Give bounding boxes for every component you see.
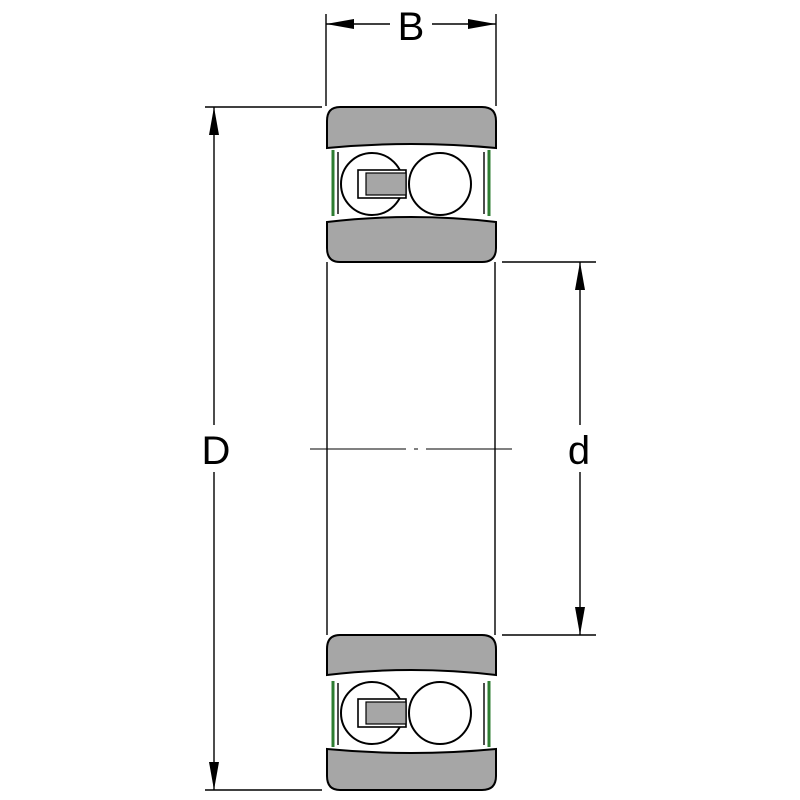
ball-right-bottom bbox=[408, 681, 472, 745]
b-arrow-right-icon bbox=[468, 19, 496, 29]
outer-ring-top bbox=[326, 106, 497, 150]
ball-right-top bbox=[408, 152, 472, 216]
outer-ring-bottom bbox=[326, 747, 497, 791]
cross-section-bottom bbox=[326, 634, 497, 791]
cage-pocket-bottom bbox=[365, 701, 407, 725]
dimension-b: B bbox=[325, 5, 497, 106]
d-outer-arrow-bottom-icon bbox=[209, 762, 219, 790]
dimension-d-outer: D bbox=[202, 106, 322, 791]
d-bore-arrow-top-icon bbox=[575, 262, 585, 290]
label-d-bore: d bbox=[568, 429, 590, 473]
dimension-d-bore: d bbox=[502, 261, 596, 636]
d-outer-arrow-top-icon bbox=[209, 107, 219, 135]
cage-pocket-top bbox=[365, 172, 407, 196]
inner-ring-bottom bbox=[326, 634, 497, 677]
cross-section-top bbox=[326, 106, 497, 263]
bearing-body bbox=[310, 262, 512, 635]
b-arrow-left-icon bbox=[326, 19, 354, 29]
label-b: B bbox=[398, 5, 425, 49]
inner-ring-top bbox=[326, 216, 497, 263]
label-d-outer: D bbox=[202, 429, 231, 473]
d-bore-arrow-bottom-icon bbox=[575, 607, 585, 635]
